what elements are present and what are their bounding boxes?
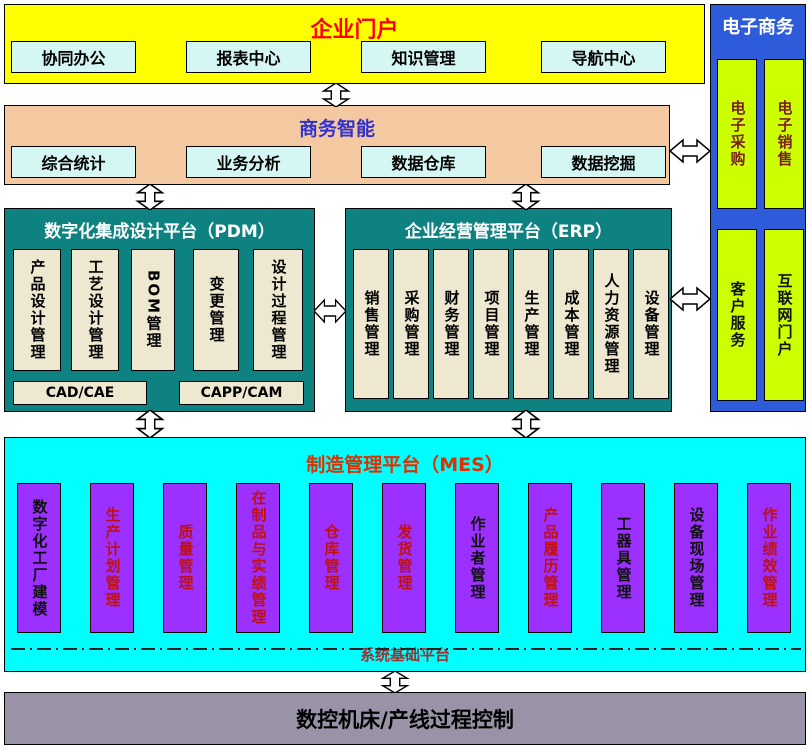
erp-module-label: 设备管理 xyxy=(642,290,661,358)
system-base-label: 系统基础平台 xyxy=(359,646,450,664)
pdm-module-label: 设计过程管理 xyxy=(269,259,288,361)
mes-module-label: 作业者管理 xyxy=(468,515,487,601)
mes-module-shipping: 发货管理 xyxy=(382,483,426,633)
mes-module-label: 设备现场管理 xyxy=(687,507,706,609)
erp-module-label: 采购管理 xyxy=(402,290,421,358)
mes-module-tooling: 工器具管理 xyxy=(601,483,645,633)
mes-module-label: 仓库管理 xyxy=(322,524,341,592)
bi-item-data-mining: 数据挖掘 xyxy=(541,146,666,178)
erp-module-label: 人力资源管理 xyxy=(602,273,621,375)
mes-module-warehouse: 仓库管理 xyxy=(309,483,353,633)
double-arrow-pdm-mes xyxy=(133,410,167,438)
erp-title: 企业经营管理平台（ERP） xyxy=(404,222,613,242)
mes-module-label: 工器具管理 xyxy=(614,515,633,601)
mes-module-production-planning: 生产计划管理 xyxy=(90,483,134,633)
mes-module-work-performance: 作业绩效管理 xyxy=(747,483,791,633)
portal-item-knowledge-mgmt: 知识管理 xyxy=(361,41,486,73)
control-label: 数控机床/产线过程控制 xyxy=(296,707,514,732)
bi-item-statistics: 综合统计 xyxy=(11,146,136,178)
portal-item-navigation-center: 导航中心 xyxy=(541,41,666,73)
pdm-module-label: 变更管理 xyxy=(207,276,226,344)
erp-module-purchasing: 采购管理 xyxy=(393,249,429,399)
mes-module-label: 发货管理 xyxy=(395,524,414,592)
system-base-divider xyxy=(11,636,801,650)
erp-module-label: 项目管理 xyxy=(482,290,501,358)
mes-module-digital-factory-modeling: 数字化工厂建模 xyxy=(17,483,61,633)
double-arrow-mes-control xyxy=(378,671,412,693)
double-arrow-bi-ecommerce xyxy=(670,137,710,165)
mes-module-label: 生产计划管理 xyxy=(103,507,122,609)
ecommerce-section: 电子商务 电子采购 电子销售 客户服务 互联网门户 xyxy=(710,4,806,412)
mes-module-label: 作业绩效管理 xyxy=(760,507,779,609)
erp-module-label: 财务管理 xyxy=(442,290,461,358)
erp-module-production: 生产管理 xyxy=(513,249,549,399)
erp-module-label: 成本管理 xyxy=(562,290,581,358)
ecommerce-title: 电子商务 xyxy=(722,17,794,38)
double-arrow-bi-pdm xyxy=(133,184,167,210)
portal-section: 企业门户 协同办公 报表中心 知识管理 导航中心 xyxy=(4,4,705,84)
mes-module-equipment-site: 设备现场管理 xyxy=(674,483,718,633)
bi-title: 商务智能 xyxy=(298,118,375,140)
ecommerce-item-customer-service: 客户服务 xyxy=(717,229,757,401)
ecommerce-item-label: 电子采购 xyxy=(728,100,747,168)
pdm-module-label: BOM管理 xyxy=(144,270,163,350)
pdm-module-label: 产品设计管理 xyxy=(28,259,47,361)
pdm-module-change-mgmt: 变更管理 xyxy=(193,249,239,371)
pdm-module-label: 工艺设计管理 xyxy=(86,259,105,361)
mes-module-wip-performance: 在制品与实绩管理 xyxy=(236,483,280,633)
erp-module-cost: 成本管理 xyxy=(553,249,589,399)
mes-module-product-history: 产品履历管理 xyxy=(528,483,572,633)
ecommerce-item-e-procurement: 电子采购 xyxy=(717,59,757,209)
erp-module-project: 项目管理 xyxy=(473,249,509,399)
double-arrow-erp-ecommerce xyxy=(670,285,710,313)
mes-module-operator: 作业者管理 xyxy=(455,483,499,633)
double-arrow-bi-erp xyxy=(509,184,543,210)
control-section: 数控机床/产线过程控制 xyxy=(4,692,806,745)
mes-section: 制造管理平台（MES） 数字化工厂建模 生产计划管理 质量管理 在制品与实绩管理… xyxy=(4,437,806,672)
mes-module-label: 质量管理 xyxy=(176,524,195,592)
ecommerce-item-e-sales: 电子销售 xyxy=(764,59,804,209)
pdm-section: 数字化集成设计平台（PDM） 产品设计管理 工艺设计管理 BOM管理 变更管理 … xyxy=(4,208,315,412)
erp-module-label: 生产管理 xyxy=(522,290,541,358)
ecommerce-item-label: 互联网门户 xyxy=(775,272,794,358)
pdm-module-bom-mgmt: BOM管理 xyxy=(131,249,175,371)
ecommerce-item-label: 电子销售 xyxy=(775,100,794,168)
portal-title: 企业门户 xyxy=(310,18,399,43)
ecommerce-item-internet-portal: 互联网门户 xyxy=(764,229,804,401)
pdm-title: 数字化集成设计平台（PDM） xyxy=(44,222,275,242)
erp-module-finance: 财务管理 xyxy=(433,249,469,399)
pdm-tool-capp-cam: CAPP/CAM xyxy=(179,381,304,405)
portal-item-collaborative-office: 协同办公 xyxy=(11,41,136,73)
erp-section: 企业经营管理平台（ERP） 销售管理 采购管理 财务管理 项目管理 生产管理 成… xyxy=(345,208,672,412)
erp-module-hr: 人力资源管理 xyxy=(593,249,629,399)
bi-item-data-warehouse: 数据仓库 xyxy=(361,146,486,178)
erp-module-label: 销售管理 xyxy=(362,290,381,358)
erp-module-equipment: 设备管理 xyxy=(633,249,669,399)
mes-module-label: 产品履历管理 xyxy=(541,507,560,609)
mes-module-label: 在制品与实绩管理 xyxy=(249,490,268,626)
mes-title: 制造管理平台（MES） xyxy=(306,454,504,476)
double-arrow-portal-bi xyxy=(319,83,353,107)
double-arrow-erp-mes xyxy=(509,410,543,438)
mes-module-quality: 质量管理 xyxy=(163,483,207,633)
double-arrow-pdm-erp xyxy=(314,297,346,325)
mes-module-label: 数字化工厂建模 xyxy=(30,498,49,618)
bi-item-business-analysis: 业务分析 xyxy=(186,146,311,178)
pdm-tool-cad-cae: CAD/CAE xyxy=(13,381,147,405)
ecommerce-item-label: 客户服务 xyxy=(728,281,747,349)
pdm-module-process-design: 工艺设计管理 xyxy=(71,249,119,371)
bi-section: 商务智能 综合统计 业务分析 数据仓库 数据挖掘 xyxy=(4,105,670,185)
portal-item-report-center: 报表中心 xyxy=(186,41,311,73)
pdm-module-design-process: 设计过程管理 xyxy=(253,249,303,371)
erp-module-sales: 销售管理 xyxy=(353,249,389,399)
pdm-module-product-design: 产品设计管理 xyxy=(13,249,61,371)
